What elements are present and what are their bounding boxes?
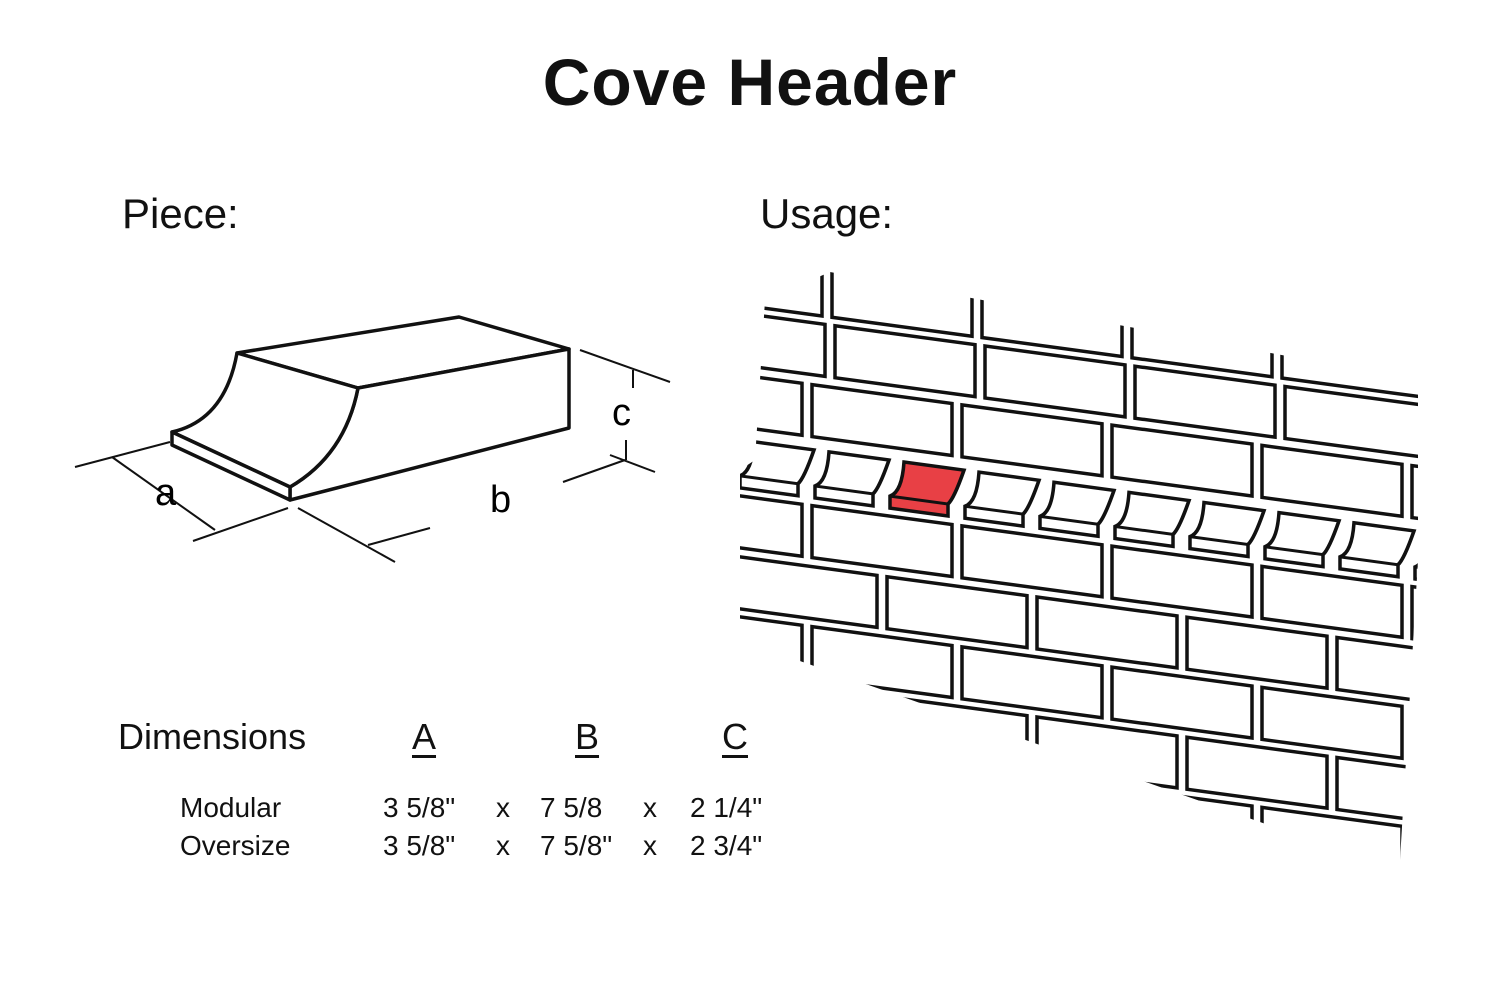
separator: x (643, 830, 657, 861)
piece-label: Piece: (122, 190, 239, 237)
separator: x (496, 792, 510, 823)
brick (885, 694, 1029, 770)
cove-lip-line (740, 474, 798, 486)
brick (1260, 805, 1404, 860)
value-b: 7 5/8" (540, 830, 613, 861)
brick (1185, 855, 1329, 860)
value-c: 2 1/4" (690, 792, 763, 823)
dimensions-heading: Dimensions (118, 716, 307, 757)
brick (1432, 346, 1500, 417)
dim-a-label: a (155, 472, 177, 514)
separator: x (643, 792, 657, 823)
brick (1110, 785, 1254, 860)
brick (830, 272, 974, 339)
brick (983, 343, 1127, 419)
column-header-b: B (575, 716, 600, 757)
separator: x (496, 830, 510, 861)
brick (810, 503, 954, 579)
dim-c-label: c (612, 392, 631, 434)
value-b: 7 5/8 (540, 792, 603, 823)
cove-header-brick (740, 439, 817, 498)
brick (1260, 685, 1404, 761)
brick (960, 523, 1104, 599)
cove-lip-line (1115, 525, 1173, 536)
brick (1335, 755, 1418, 831)
brick (740, 674, 879, 750)
cove-lip-line (1415, 565, 1418, 577)
brick (810, 624, 954, 700)
page-title: Cove Header (542, 45, 958, 119)
brick (885, 814, 1029, 860)
brick (1260, 564, 1404, 640)
cove-header-brick (1038, 480, 1117, 539)
cove-header-brick (1113, 490, 1192, 549)
brick (960, 402, 1104, 478)
brick (1035, 835, 1179, 860)
usage-label: Usage: (760, 190, 894, 237)
dim-b-label: b (490, 479, 511, 521)
brick (1283, 384, 1418, 460)
cove-header-brick (1413, 530, 1418, 589)
cove-lip-line (1340, 555, 1398, 567)
column-header-c: C (722, 716, 748, 757)
brick (740, 554, 879, 630)
brick (1410, 825, 1418, 860)
brick (587, 656, 727, 727)
cove-lip-line (1040, 514, 1098, 526)
row-name: Oversize (180, 830, 291, 861)
brick (1035, 595, 1179, 670)
brick (1335, 635, 1418, 711)
piece-lip (170, 430, 292, 502)
brick (587, 536, 727, 607)
brick (810, 382, 954, 458)
brick (1110, 665, 1254, 741)
brick (740, 272, 824, 318)
column-header-a: A (412, 716, 437, 757)
cove-lip-line (1190, 535, 1248, 546)
cove-header-brick (1338, 520, 1417, 579)
cove-lip-line (965, 504, 1023, 516)
brick (810, 744, 954, 820)
brick (1410, 463, 1418, 539)
cove-header-brick (963, 470, 1042, 529)
brick (1280, 324, 1418, 399)
brick (960, 764, 1104, 840)
brick (740, 483, 804, 559)
cove-lip-line (890, 494, 948, 506)
brick (1035, 715, 1179, 790)
value-a: 3 5/8" (383, 830, 456, 861)
brick (1337, 877, 1477, 948)
brick (1110, 423, 1254, 499)
brick (1260, 443, 1404, 519)
brick (1110, 544, 1254, 620)
value-c: 2 3/4" (690, 830, 763, 861)
value-a: 3 5/8" (383, 792, 456, 823)
brick (740, 604, 804, 680)
brick (740, 362, 804, 438)
brick (833, 323, 977, 399)
row-name: Modular (180, 792, 282, 823)
brick (1185, 615, 1329, 691)
cove-header-brick (813, 449, 892, 508)
highlighted-cove-header (888, 460, 967, 518)
brick (740, 303, 827, 379)
brick (1133, 364, 1277, 440)
brick (1435, 407, 1500, 478)
dimension-lines (74, 349, 671, 563)
cove-header-brick (1188, 500, 1267, 559)
brick (980, 283, 1124, 359)
cove-header-brick (1263, 510, 1342, 569)
brick (1130, 303, 1274, 379)
cove-lip-line (815, 484, 873, 496)
cove-lip-line (1265, 545, 1323, 557)
brick (1185, 735, 1329, 811)
brick (1410, 584, 1418, 660)
brick (1410, 705, 1418, 781)
brick (885, 574, 1029, 650)
brick (960, 644, 1104, 720)
